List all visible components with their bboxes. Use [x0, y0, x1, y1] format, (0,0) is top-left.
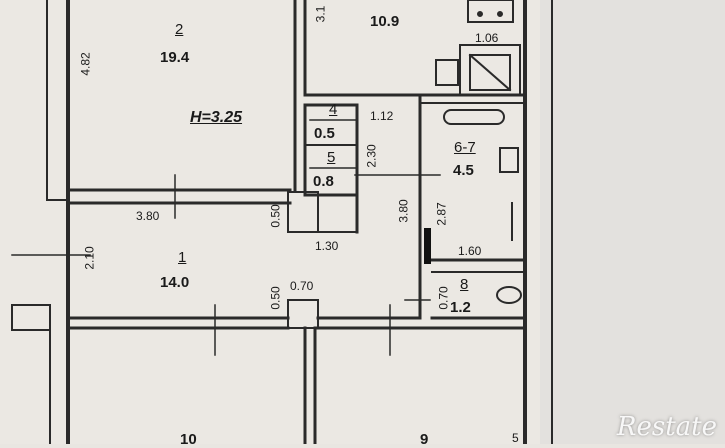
room-8-number: 8 — [460, 276, 469, 293]
dim-0-70-vertical: 0.70 — [436, 286, 451, 310]
room-bottom-mid-area: 9 — [420, 431, 429, 448]
room-5-area: 0.8 — [313, 173, 334, 190]
room-2-number: 2 — [175, 21, 184, 38]
dim-2-10: 2.10 — [82, 246, 97, 270]
restate-watermark: Restate — [616, 412, 717, 442]
dim-1-30: 1.30 — [315, 239, 339, 253]
room-1-area: 14.0 — [160, 274, 190, 291]
room-4-area: 0.5 — [314, 125, 335, 142]
room-8-area: 1.2 — [450, 299, 471, 316]
room-6-7-area: 4.5 — [453, 162, 474, 179]
dim-2-87: 2.87 — [434, 202, 449, 226]
room-1-number: 1 — [178, 249, 187, 266]
ceiling-height: H=3.25 — [190, 109, 243, 126]
room-4-number: 4 — [329, 101, 338, 118]
dim-3-1: 3.1 — [313, 5, 328, 23]
dim-4-82: 4.82 — [78, 52, 93, 76]
dim-1-12: 1.12 — [370, 109, 394, 123]
dim-0-50-bottom: 0.50 — [268, 286, 283, 310]
room-6-7-number: 6-7 — [454, 139, 476, 156]
dim-3-80-vertical: 3.80 — [396, 199, 411, 223]
dim-0-70-horizontal: 0.70 — [290, 279, 314, 293]
dim-5-edge: 5 — [512, 431, 519, 445]
room-bottom-left-area: 10 — [180, 431, 197, 448]
room-5-number: 5 — [327, 149, 336, 166]
dim-1-60: 1.60 — [458, 244, 482, 258]
dim-0-50-top: 0.50 — [268, 204, 283, 228]
dim-3-80-left: 3.80 — [136, 209, 160, 223]
room-2-area: 19.4 — [160, 49, 190, 66]
room-top-area: 10.9 — [370, 13, 400, 30]
dim-2-30: 2.30 — [364, 144, 379, 168]
dim-1-06: 1.06 — [475, 31, 499, 45]
